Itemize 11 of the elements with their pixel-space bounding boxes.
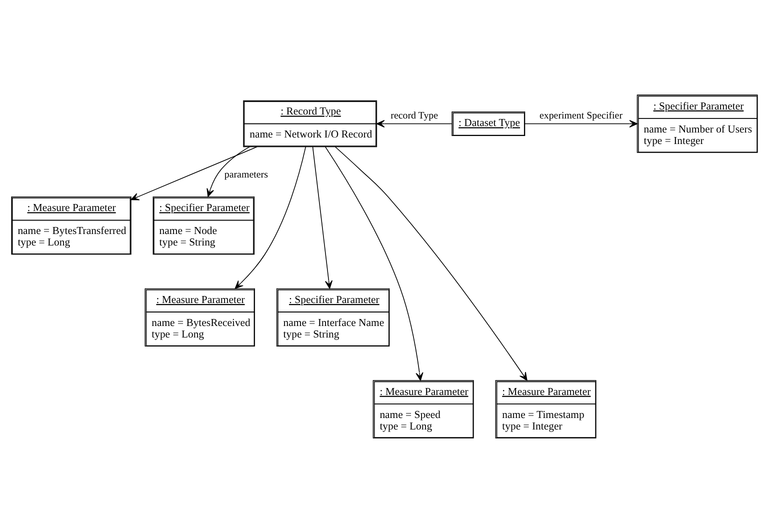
arrow [234,146,306,288]
arrow [324,146,424,380]
arrow [376,119,452,128]
edge-label: experiment Specifier [539,110,623,122]
arrow [130,146,258,200]
edge-label: parameters [224,168,268,180]
arrow [334,146,528,380]
edge-label: record Type [390,110,438,122]
arrow [312,146,333,288]
arrow [524,119,638,128]
arrow [206,146,250,197]
